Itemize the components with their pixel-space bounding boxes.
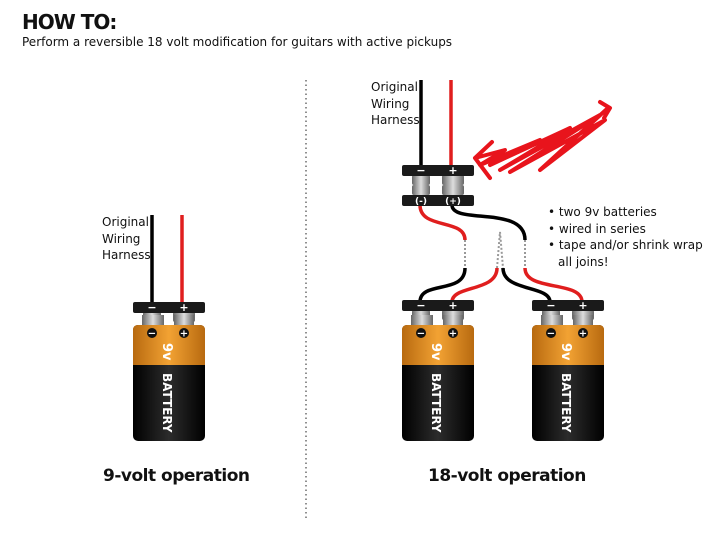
snap-positive: [442, 175, 464, 185]
terminal-label-negative: −: [416, 164, 425, 177]
harness-label-line: Harness: [371, 113, 420, 127]
harness-snap-connector: −+: [402, 164, 474, 185]
notes-list: • two 9v batteries • wired in series • t…: [548, 204, 703, 270]
wire-battery2-positive: [523, 267, 584, 303]
wire-splice-middle: [496, 231, 504, 269]
note-item: all joins!: [558, 254, 609, 269]
terminal-label-positive: +: [448, 164, 457, 177]
terminal-label-positive: +: [448, 299, 457, 312]
wire-adapter-negative: [418, 204, 467, 241]
battery-terminal-positive: [573, 315, 593, 325]
wire-adapter-positive: [450, 204, 527, 241]
battery-pos-symbol: +: [579, 329, 587, 340]
connector-plate: [402, 300, 474, 311]
connector-plate: [532, 300, 604, 311]
battery-terminal-negative: [541, 315, 563, 325]
battery-pos-symbol: +: [180, 329, 188, 340]
snap-positive: [442, 185, 464, 195]
note-item: • two 9v batteries: [548, 205, 657, 219]
harness-label-line: Harness: [102, 248, 151, 262]
harness-label-line: Wiring: [371, 96, 410, 111]
harness-label: Original Wiring Harness: [102, 214, 151, 264]
terminal-label-negative: −: [546, 299, 555, 312]
battery-pos-symbol: +: [449, 329, 457, 340]
series-wiring: [418, 204, 584, 303]
wire-battery1-negative: [418, 267, 467, 303]
battery-terminal-negative: [411, 315, 433, 325]
terminal-label-negative: −: [416, 299, 425, 312]
wire-battery1-positive: [450, 267, 499, 303]
battery-neg-symbol: −: [547, 329, 555, 340]
note-item: • wired in series: [548, 221, 646, 236]
battery-voltage-label: 9v: [159, 343, 174, 361]
caption-9-volt: 9-volt operation: [103, 466, 250, 486]
terminal-label-positive: +: [578, 299, 587, 312]
caption-18-volt: 18-volt operation: [428, 466, 586, 486]
battery-terminal-negative: [142, 315, 164, 325]
battery-brand-label: BATTERY: [160, 373, 174, 433]
harness-label-line: Original: [102, 215, 149, 229]
battery-voltage-label: 9v: [558, 343, 573, 361]
terminal-label-positive: +: [179, 301, 188, 314]
page-title: HOW TO:: [22, 10, 117, 34]
red-arrow-scribble: [473, 100, 612, 180]
battery-brand-label: BATTERY: [559, 373, 573, 433]
battery-neg-symbol: −: [417, 329, 425, 340]
connector-plate: [402, 165, 474, 176]
note-item: • tape and/or shrink wrap: [548, 238, 703, 252]
connector-plate: [133, 302, 205, 313]
snap-negative: [412, 185, 430, 195]
harness-label-line: Wiring: [102, 231, 141, 246]
harness-label: Original Wiring Harness: [371, 79, 420, 129]
battery-brand-label: BATTERY: [429, 373, 443, 433]
battery-terminal-positive: [174, 315, 194, 325]
snap-negative: [412, 175, 430, 185]
battery-neg-symbol: −: [148, 329, 156, 340]
series-adapter-connector: (-) (+): [402, 185, 474, 207]
terminal-label-negative: −: [147, 301, 156, 314]
harness-label-line: Original: [371, 80, 418, 94]
battery-voltage-label: 9v: [428, 343, 443, 361]
terminal-label-negative: (-): [415, 197, 427, 207]
wire-battery2-negative: [501, 267, 552, 303]
connector-plate: [402, 195, 474, 206]
terminal-label-positive: (+): [445, 197, 461, 207]
battery-terminal-positive: [443, 315, 463, 325]
page-subtitle: Perform a reversible 18 volt modificatio…: [22, 35, 453, 49]
